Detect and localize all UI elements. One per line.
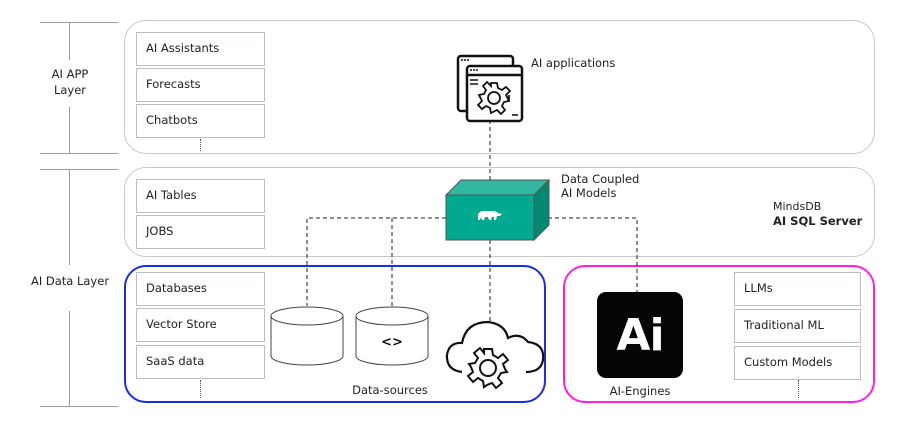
list-item-saas-data[interactable]: SaaS data xyxy=(136,345,265,379)
connector-cube-to-engines xyxy=(534,217,638,292)
list-item-databases[interactable]: Databases xyxy=(136,272,265,306)
code-glyph: <> xyxy=(381,335,403,350)
database-cylinder-icon xyxy=(270,306,344,366)
list-item-vector-store[interactable]: Vector Store xyxy=(136,308,265,342)
list-item-traditional-ml[interactable]: Traditional ML xyxy=(734,309,861,343)
ruler-top xyxy=(40,22,118,23)
list-item-ai-assistants[interactable]: AI Assistants xyxy=(136,32,265,66)
ruler-data-lower xyxy=(69,311,70,407)
code-cylinder-icon xyxy=(355,306,429,366)
list-item-jobs[interactable]: JOBS xyxy=(136,215,265,249)
list-item-forecasts[interactable]: Forecasts xyxy=(136,68,265,102)
more-items-indicator xyxy=(200,139,201,151)
app-window-gear-icon xyxy=(456,54,524,123)
more-items-indicator xyxy=(200,380,201,398)
list-item-custom-models[interactable]: Custom Models xyxy=(734,346,861,380)
ai-applications-label: AI applications xyxy=(531,56,616,70)
data-sources-label: Data-sources xyxy=(352,383,428,397)
mindsdb-brand: MindsDB AI SQL Server xyxy=(773,200,863,228)
data-coupled-models-label: Data Coupled AI Models xyxy=(561,172,640,200)
mindsdb-cube xyxy=(444,178,551,242)
ruler-app-upper xyxy=(69,22,70,60)
ruler-app-bottom xyxy=(40,153,118,154)
list-item-chatbots[interactable]: Chatbots xyxy=(136,104,265,138)
list-item-ai-tables[interactable]: AI Tables xyxy=(136,179,265,213)
connector-cube-to-database xyxy=(306,217,446,306)
ai-engines-panel xyxy=(563,265,875,403)
ruler-data-top xyxy=(40,169,118,170)
data-sources-panel xyxy=(124,265,546,403)
ai-engines-label: AI-Engines xyxy=(609,384,671,398)
ruler-data-upper xyxy=(69,169,70,265)
mindsdb-bear-icon xyxy=(478,211,502,220)
more-items-indicator xyxy=(798,380,799,398)
ruler-bottom xyxy=(40,406,118,407)
ruler-app-lower xyxy=(69,107,70,154)
app-layer-label: AI APP Layer xyxy=(51,67,89,97)
list-item-llms[interactable]: LLMs xyxy=(734,272,861,306)
cloud-gear-icon xyxy=(445,320,545,390)
data-layer-label: AI Data Layer xyxy=(30,274,110,288)
ai-engine-logo-icon: Ai xyxy=(597,292,683,378)
